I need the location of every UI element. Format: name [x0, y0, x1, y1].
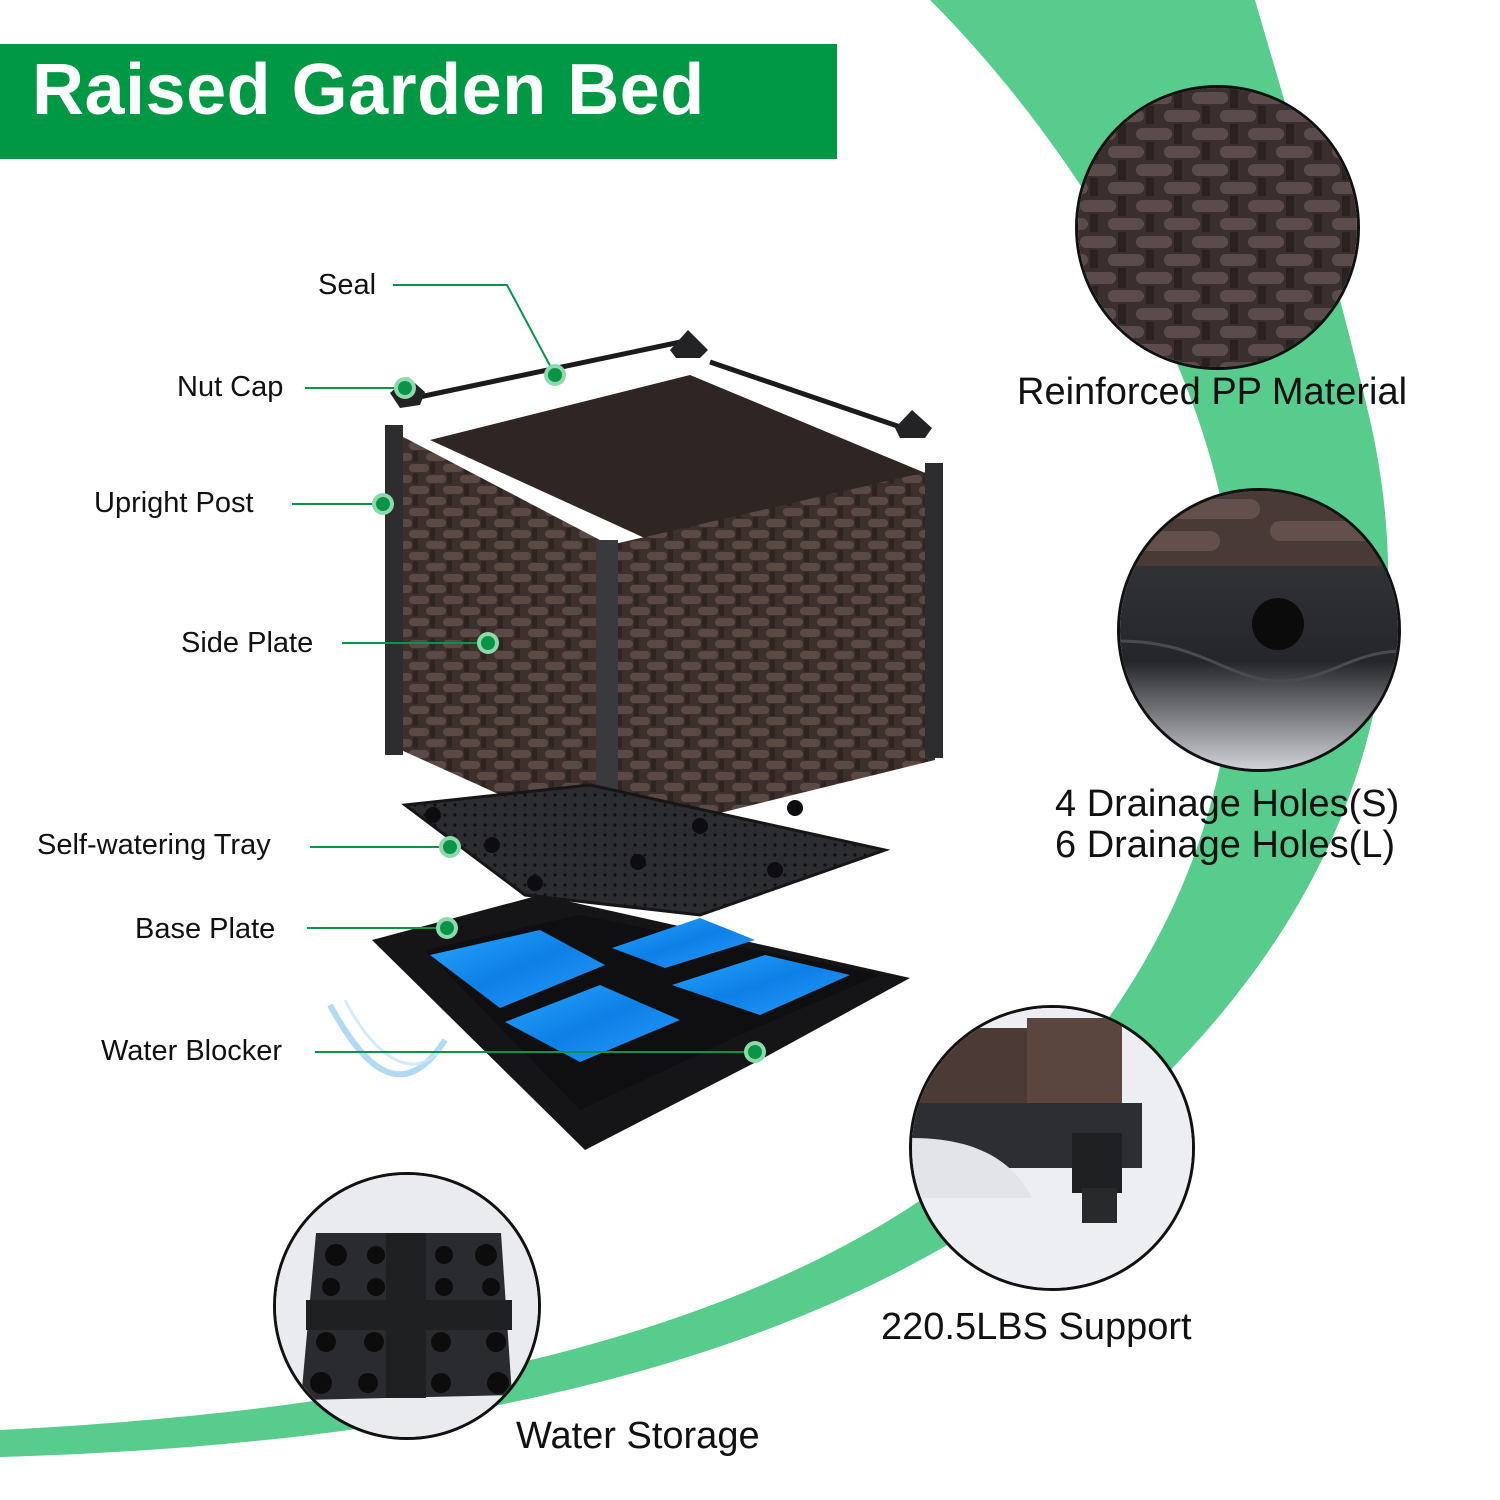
feature-label-water-storage: Water Storage — [516, 1415, 760, 1457]
callout-nut-cap: Nut Cap — [177, 371, 284, 403]
water-storage-tray-closeup — [273, 1172, 541, 1440]
callout-side-plate: Side Plate — [181, 627, 314, 659]
side-plate-dot — [481, 636, 495, 650]
title-banner — [0, 44, 837, 159]
callout-upright-post: Upright Post — [94, 487, 254, 519]
water-reservoir — [430, 918, 850, 1062]
seal-dot — [548, 368, 562, 382]
callout-seal: Seal — [318, 269, 377, 301]
nut-cap-dot — [398, 381, 412, 395]
callout-self-watering-tray: Self-watering Tray — [37, 829, 271, 861]
callout-base-plate: Base Plate — [135, 913, 276, 945]
base-plate-dot — [440, 921, 454, 935]
callout-water-blocker: Water Blocker — [101, 1035, 283, 1067]
water-blocker-dot — [748, 1045, 762, 1059]
rattan-weave-closeup — [1075, 85, 1360, 370]
drainage-small-label: 4 Drainage Holes(S) — [1055, 783, 1400, 825]
drainage-hole-closeup — [1117, 488, 1401, 772]
page-title: Raised Garden Bed — [32, 50, 705, 130]
side-plate-right — [610, 470, 935, 840]
upright-post-dot — [376, 497, 390, 511]
self-watering-tray-dot — [443, 840, 457, 854]
support-foot-closeup — [909, 1005, 1195, 1291]
feature-label-drainage: 4 Drainage Holes(S) 6 Drainage Holes(L) — [1055, 783, 1400, 867]
feature-label-support: 220.5LBS Support — [881, 1306, 1192, 1348]
feature-label-material: Reinforced PP Material — [1017, 371, 1408, 413]
drainage-large-label: 6 Drainage Holes(L) — [1055, 824, 1396, 867]
self-watering-tray — [401, 783, 891, 917]
